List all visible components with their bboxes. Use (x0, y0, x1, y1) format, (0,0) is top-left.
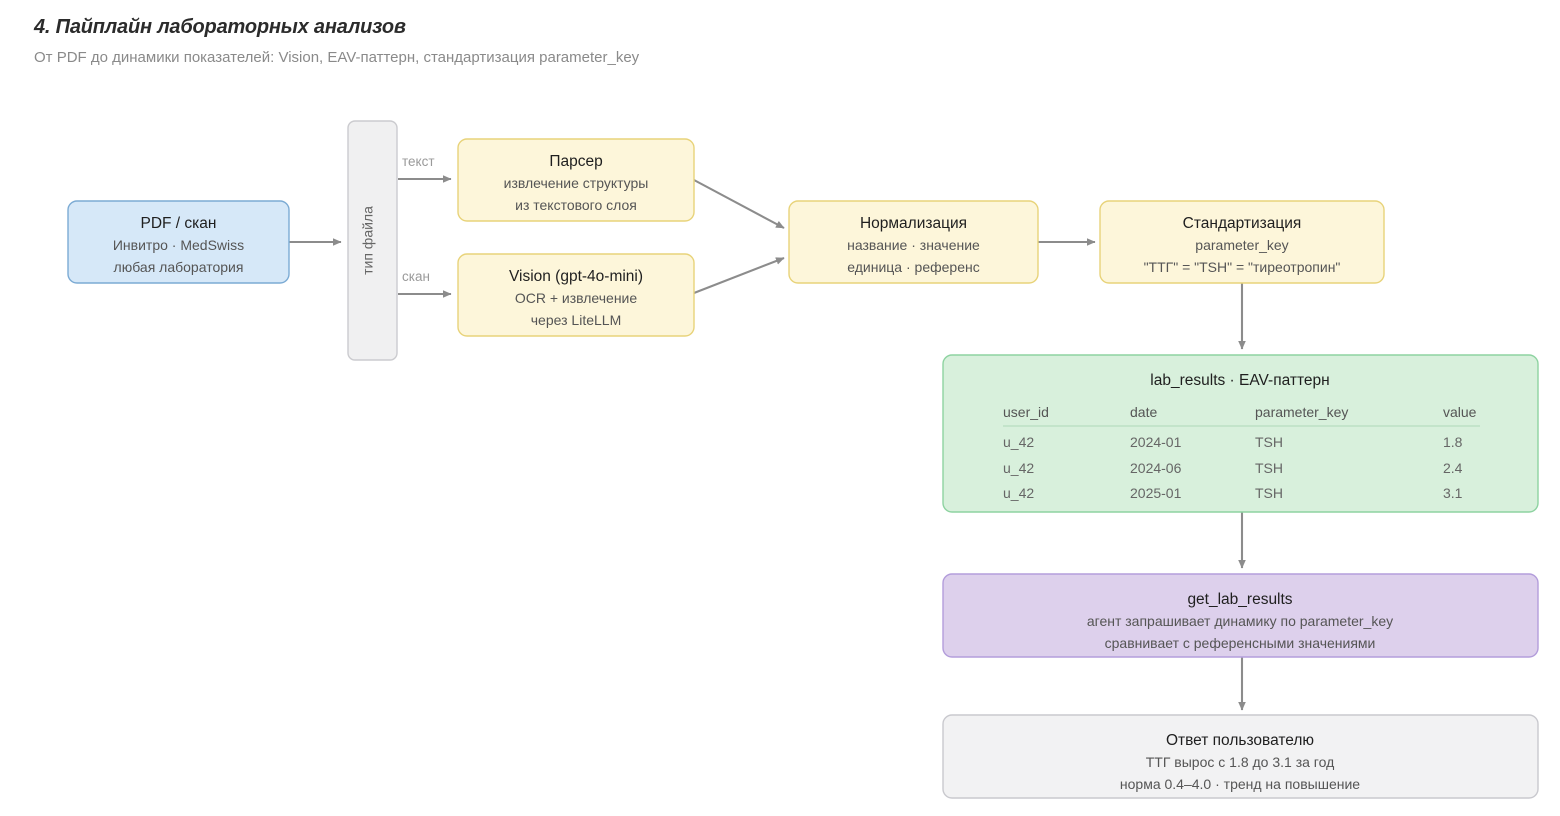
node-lab-results-title: lab_results · EAV-паттерн (1150, 372, 1329, 389)
page-title: 4. Пайплайн лабораторных анализов (34, 16, 406, 38)
table-cell-user-id: u_42 (1003, 434, 1034, 450)
node-vision-line1: OCR + извлечение (515, 290, 638, 306)
node-answer-line1: ТТГ вырос с 1.8 до 3.1 за год (1146, 754, 1335, 770)
node-normalization-box (788, 200, 1039, 284)
node-answer-title: Ответ пользователю (1166, 732, 1314, 749)
node-standardization-line2: "ТТГ" = "TSH" = "тиреотропин" (1144, 259, 1341, 275)
table-cell-value: 1.8 (1443, 434, 1463, 450)
table-cell-parameter-key: TSH (1255, 434, 1283, 450)
node-parser[interactable]: Парсер извлечение структуры из текстовог… (457, 138, 695, 222)
node-tool-title: get_lab_results (1187, 591, 1292, 608)
node-parser-title: Парсер (549, 153, 602, 170)
table-cell-value: 2.4 (1443, 460, 1463, 476)
node-parser-box (457, 138, 695, 222)
table-cell-date: 2025-01 (1130, 485, 1182, 501)
node-answer-line2: норма 0.4–4.0 · тренд на повышение (1120, 776, 1360, 792)
table-header-date: date (1130, 404, 1157, 420)
table-row: u_42 2024-01 TSH 1.8 (1003, 434, 1463, 450)
node-filetype-box (347, 120, 398, 361)
node-lab-results-box (942, 354, 1539, 513)
node-parser-line1: извлечение структуры (504, 175, 649, 191)
node-vision-box (457, 253, 695, 337)
node-normalization-title: Нормализация (860, 215, 967, 232)
node-tool-line1: агент запрашивает динамику по parameter_… (1087, 613, 1393, 629)
node-tool-line2: сравнивает с референсными значениями (1105, 635, 1376, 651)
lab-results-table: user_id date parameter_key value u_42 20… (1003, 404, 1480, 501)
table-row: u_42 2024-06 TSH 2.4 (1003, 460, 1463, 476)
table-row: u_42 2025-01 TSH 3.1 (1003, 485, 1463, 501)
node-answer-box (942, 714, 1539, 799)
table-header-user-id: user_id (1003, 404, 1049, 420)
table-cell-date: 2024-01 (1130, 434, 1182, 450)
table-header-value: value (1443, 404, 1477, 420)
node-filetype[interactable]: тип файла (347, 120, 398, 361)
node-vision[interactable]: Vision (gpt-4o-mini) OCR + извлечение че… (457, 253, 695, 337)
node-filetype-label: тип файла (360, 206, 376, 275)
node-answer[interactable]: Ответ пользователю ТТГ вырос с 1.8 до 3.… (942, 714, 1539, 799)
table-cell-user-id: u_42 (1003, 460, 1034, 476)
node-tool-box (942, 573, 1539, 658)
page-subtitle: От PDF до динамики показателей: Vision, … (34, 49, 640, 66)
node-normalization-line2: единица · референс (847, 259, 979, 275)
node-source-line1: Инвитро · MedSwiss (113, 237, 244, 253)
node-normalization[interactable]: Нормализация название · значение единица… (788, 200, 1039, 284)
node-standardization-title: Стандартизация (1183, 215, 1302, 232)
table-cell-parameter-key: TSH (1255, 485, 1283, 501)
node-vision-line2: через LiteLLM (531, 312, 621, 328)
node-normalization-line1: название · значение (847, 237, 980, 253)
node-source[interactable]: PDF / скан Инвитро · MedSwiss любая лабо… (67, 200, 290, 284)
node-vision-title: Vision (gpt-4o-mini) (509, 268, 643, 285)
node-lab-results[interactable]: lab_results · EAV-паттерн user_id date p… (942, 354, 1539, 513)
edge-parser-to-normalization (693, 179, 785, 229)
node-parser-line2: из текстового слоя (515, 197, 637, 213)
edge-vision-to-normalization (693, 257, 785, 294)
node-standardization[interactable]: Стандартизация parameter_key "ТТГ" = "TS… (1099, 200, 1385, 284)
edges (289, 175, 1246, 711)
table-cell-parameter-key: TSH (1255, 460, 1283, 476)
node-source-title: PDF / скан (141, 215, 217, 232)
table-cell-date: 2024-06 (1130, 460, 1182, 476)
node-source-box (67, 200, 290, 284)
table-cell-user-id: u_42 (1003, 485, 1034, 501)
edge-label-text: текст (402, 154, 435, 169)
node-standardization-line1: parameter_key (1195, 237, 1288, 253)
node-source-line2: любая лаборатория (114, 259, 244, 275)
table-header-parameter-key: parameter_key (1255, 404, 1348, 420)
node-standardization-box (1099, 200, 1385, 284)
table-cell-value: 3.1 (1443, 485, 1463, 501)
edge-label-scan: скан (402, 269, 430, 284)
node-tool[interactable]: get_lab_results агент запрашивает динами… (942, 573, 1539, 658)
